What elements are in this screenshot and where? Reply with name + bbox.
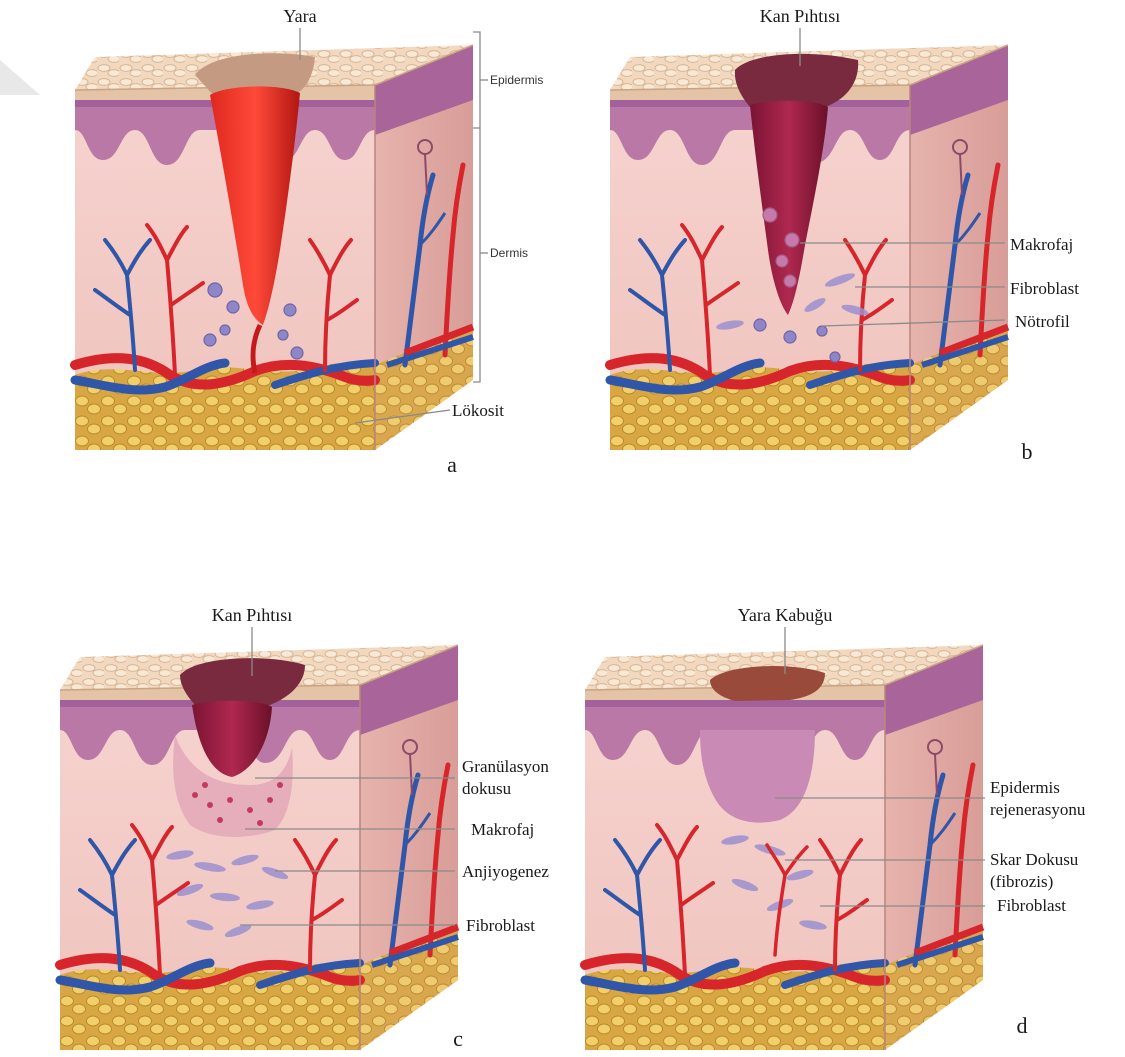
label-makrofaj-c: Makrofaj bbox=[471, 820, 534, 839]
label-anjiyogenez: Anjiyogenez bbox=[462, 862, 549, 881]
label-kan-pihtisi-c: Kan Pıhtısı bbox=[212, 605, 293, 625]
panel-letter-d: d bbox=[1017, 1013, 1028, 1038]
label-yara: Yara bbox=[283, 6, 316, 26]
label-lokosit: Lökosit bbox=[452, 401, 504, 420]
corner-mark bbox=[0, 60, 40, 95]
panel-letter-c: c bbox=[453, 1026, 463, 1051]
label-epidermis-d: Epidermis bbox=[990, 778, 1060, 797]
label-notrofil: Nötrofil bbox=[1015, 312, 1070, 331]
panel-b bbox=[610, 45, 1008, 450]
label-skar-dokusu: Skar Dokusu bbox=[990, 850, 1079, 869]
label-rejenerasyonu: rejenerasyonu bbox=[990, 800, 1086, 819]
panel-letter-a: a bbox=[447, 452, 457, 477]
label-makrofaj-b: Makrofaj bbox=[1010, 235, 1073, 254]
label-fibroblast-c: Fibroblast bbox=[466, 916, 535, 935]
label-epidermis: Epidermis bbox=[490, 73, 543, 87]
label-granulasyon: Granülasyon bbox=[462, 757, 549, 776]
clot-top bbox=[735, 54, 858, 107]
label-kan-pihtisi-b: Kan Pıhtısı bbox=[760, 6, 841, 26]
panel-c bbox=[60, 645, 458, 1050]
panel-d bbox=[585, 645, 983, 1050]
label-fibrozis: (fibrozis) bbox=[990, 872, 1053, 891]
panel-letter-b: b bbox=[1022, 439, 1033, 464]
label-fibroblast-b: Fibroblast bbox=[1010, 279, 1079, 298]
panel-a bbox=[75, 45, 473, 450]
label-dermis: Dermis bbox=[490, 246, 528, 260]
label-dokusu: dokusu bbox=[462, 779, 512, 798]
label-yara-kabugu: Yara Kabuğu bbox=[738, 605, 833, 625]
label-fibroblast-d: Fibroblast bbox=[997, 896, 1066, 915]
